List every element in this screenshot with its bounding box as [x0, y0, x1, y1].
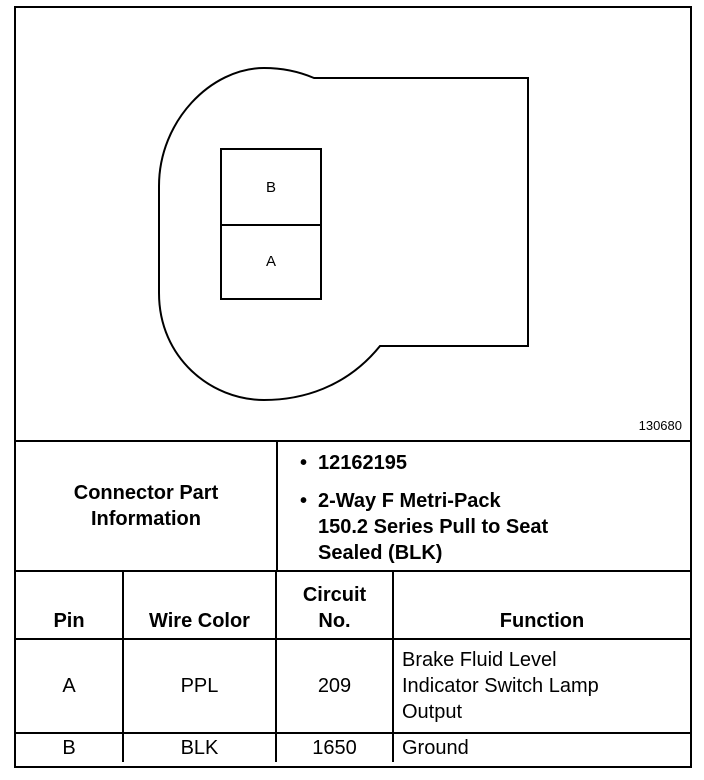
- connector-sheet: B A 130680 Connector Part Information • …: [14, 6, 692, 768]
- function-cell: Brake Fluid Level Indicator Switch Lamp …: [392, 638, 690, 734]
- cavity-a-label: A: [266, 253, 276, 270]
- function-text: Brake Fluid Level Indicator Switch Lamp …: [402, 649, 599, 723]
- pin-table-header: Pin Wire Color Circuit No. Function: [16, 572, 690, 640]
- pin-cell: A: [16, 638, 124, 734]
- function-text: Ground: [402, 737, 469, 759]
- cavity-a: [220, 224, 322, 300]
- connector-drawing: B A 130680: [16, 8, 690, 442]
- wire-color-cell: BLK: [122, 732, 277, 762]
- header-wire-color: Wire Color: [122, 572, 277, 640]
- pin-cell: B: [16, 732, 124, 762]
- wire-color-cell: PPL: [122, 638, 277, 734]
- connector-face-svg: B A: [158, 66, 529, 402]
- part-number: 12162195: [318, 452, 407, 474]
- connector-outline: [158, 66, 529, 402]
- table-row: B BLK 1650 Ground: [16, 732, 690, 762]
- circuit-cell: 209: [275, 638, 394, 734]
- bullet-icon: •: [300, 490, 308, 512]
- header-pin: Pin: [16, 572, 124, 640]
- connector-description: 2-Way F Metri-Pack 150.2 Series Pull to …: [318, 490, 549, 564]
- connector-info-list: • 12162195 • 2-Way F Metri-Pack 150.2 Se…: [278, 442, 690, 570]
- connector-description-item: • 2-Way F Metri-Pack 150.2 Series Pull t…: [300, 488, 549, 566]
- part-number-item: • 12162195: [300, 450, 407, 476]
- table-row: A PPL 209 Brake Fluid Level Indicator Sw…: [16, 638, 690, 734]
- cavity-b-label: B: [266, 179, 276, 196]
- header-circuit-no: Circuit No.: [275, 572, 394, 640]
- function-cell: Ground: [392, 732, 690, 762]
- header-function: Function: [392, 572, 690, 640]
- bullet-icon: •: [300, 452, 308, 474]
- connector-info-row: Connector Part Information • 12162195 • …: [16, 442, 690, 572]
- connector-info-label-cell: Connector Part Information: [16, 442, 278, 570]
- figure-id: 130680: [638, 418, 682, 433]
- header-circuit-no-text: Circuit No.: [302, 584, 367, 632]
- circuit-cell: 1650: [275, 732, 394, 762]
- pin-table: Pin Wire Color Circuit No. Function A PP…: [16, 572, 690, 762]
- connector-info-label: Connector Part Information: [73, 482, 219, 530]
